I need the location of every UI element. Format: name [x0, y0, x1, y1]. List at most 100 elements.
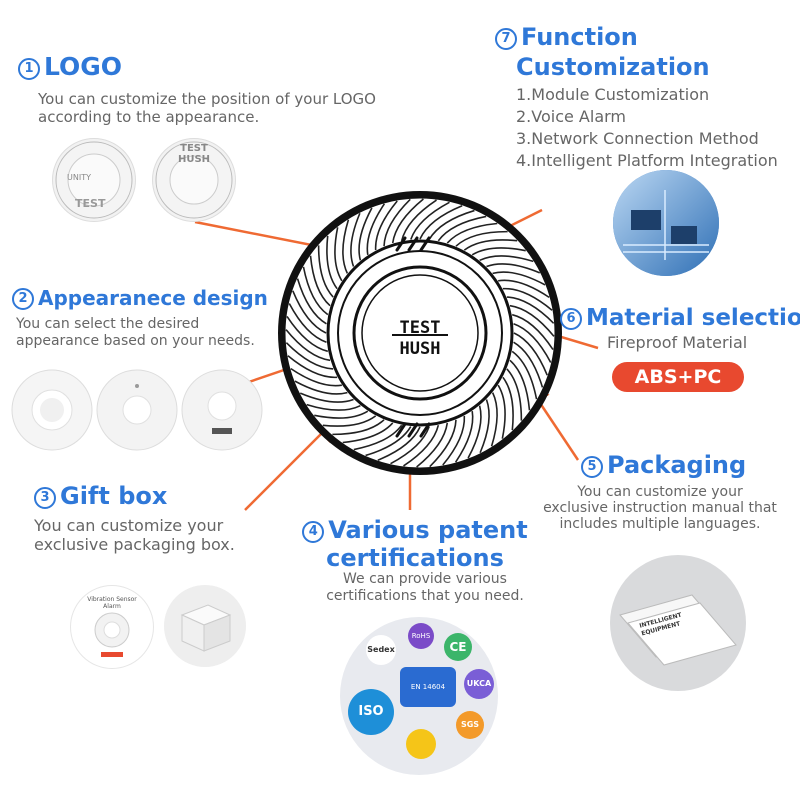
patent-desc-line: certifications that you need. [326, 588, 524, 604]
device-fin [299, 392, 354, 403]
appearance-desc-line: You can select the desired [16, 316, 200, 332]
device-fin [353, 424, 403, 451]
logo-title: LOGO [44, 52, 123, 81]
device-fin [374, 200, 398, 251]
material-subtitle: Fireproof Material [607, 333, 748, 352]
logo-thumb-2: TEST HUSH [152, 138, 236, 222]
device-fin [502, 376, 514, 431]
patent-desc-line: We can provide various [343, 571, 507, 587]
device-fin [309, 255, 331, 307]
device-fin [350, 212, 361, 267]
badge-ukca: UKCA [464, 669, 494, 699]
appearance-title: Appearanece design [38, 286, 268, 310]
function-item: 3.Network Connection Method [516, 129, 759, 148]
logo-thumb-2-line2: HUSH [177, 154, 211, 165]
gift-number: 3 [34, 487, 56, 509]
device-fin [294, 380, 348, 395]
packaging-title: Packaging [607, 451, 747, 479]
gift-box-photo-2 [164, 585, 246, 667]
device-fin [288, 303, 327, 343]
appearance-number: 2 [12, 288, 34, 310]
badge-yellow-seal [406, 729, 436, 759]
device-fin [342, 219, 350, 274]
device-fin [437, 215, 487, 242]
patent-number: 4 [302, 521, 325, 543]
gift-box-open-icon [164, 585, 246, 667]
device-fin [498, 279, 550, 299]
circuit-board-art [613, 170, 719, 276]
device-fin [314, 410, 369, 419]
gift-box-photo-1: Vibration Sensor Alarm [70, 585, 154, 669]
logo-thumb-1: UNITY TEST [52, 138, 136, 222]
device-fin [509, 359, 531, 411]
device-fin [492, 271, 546, 286]
function-item: 1.Module Customization [516, 85, 710, 104]
device-fin [513, 332, 548, 376]
device-fin [290, 367, 342, 387]
appearance-variant-2 [96, 369, 178, 451]
device-fin [390, 426, 430, 465]
device-fin [463, 239, 518, 251]
device-fin [285, 342, 334, 370]
device-fin [454, 411, 474, 463]
appearance-desc-line: appearance based on your needs. [16, 333, 255, 349]
gift-box-device-icon [94, 612, 130, 648]
material-number: 6 [560, 308, 582, 330]
appearance-variant-1 [11, 369, 93, 451]
logo-thumb-2-line1: TEST [180, 143, 208, 154]
gift-box-label: Vibration Sensor Alarm [87, 596, 137, 610]
device-fin [287, 355, 338, 379]
device-fin [332, 419, 385, 436]
packaging-description: You can customize your exclusive instruc… [530, 484, 790, 532]
packaging-desc-line: includes multiple languages. [559, 516, 761, 532]
device-fin [296, 278, 327, 325]
badge-ce: CE [444, 633, 472, 661]
device-fin [416, 422, 449, 468]
device-fin [365, 426, 412, 457]
gift-desc-line: exclusive packaging box. [34, 535, 235, 554]
appearance-variant-3 [181, 369, 263, 451]
device-logo-line1: TEST [399, 318, 441, 338]
device-fin [486, 263, 541, 274]
device-fin [322, 415, 377, 427]
device-fin [410, 201, 450, 240]
logo-number: 1 [18, 58, 40, 80]
device-fin [286, 316, 329, 353]
device-fin [358, 207, 373, 261]
logo-thumb-2-text: TEST HUSH [173, 143, 215, 165]
device-fin [513, 323, 552, 363]
badge-rohs: RoHS [408, 623, 434, 649]
device-fin [306, 403, 361, 411]
smoke-alarm-device [278, 191, 562, 475]
packaging-desc-line: You can customize your [577, 484, 743, 500]
device-fin [506, 368, 523, 421]
logo-desc-line: You can customize the position of your L… [38, 90, 376, 108]
badge-en14604: EN 14604 [400, 667, 456, 707]
gift-description: You can customize your exclusive packagi… [34, 516, 235, 554]
logo-thumb-1-text: TEST [75, 197, 106, 210]
gift-desc-line: You can customize your [34, 516, 224, 535]
material-badge: ABS+PC [612, 362, 744, 392]
badge-sedex: Sedex [366, 635, 396, 665]
function-title-line2: Customization [516, 53, 710, 81]
device-fin [506, 296, 555, 324]
badge-sgs: SGS [456, 711, 484, 739]
logo-thumb-2-art [155, 141, 233, 219]
function-item: 4.Intelligent Platform Integration [516, 151, 778, 170]
device-fin [511, 313, 554, 350]
device-fin [285, 329, 331, 362]
logo-thumb-1-brand: UNITY [67, 173, 91, 182]
function-item: 2.Voice Alarm [516, 107, 627, 126]
device-logo-line2: HUSH [399, 339, 441, 359]
gift-box-red-tag [101, 652, 123, 657]
logo-desc-line: according to the appearance. [38, 108, 260, 126]
function-title-line1: Function [521, 23, 638, 51]
device-fin [326, 235, 338, 290]
patent-title-line1: Various patent [328, 516, 528, 544]
patent-title-line2: certifications [326, 544, 504, 572]
function-number: 7 [495, 28, 517, 50]
